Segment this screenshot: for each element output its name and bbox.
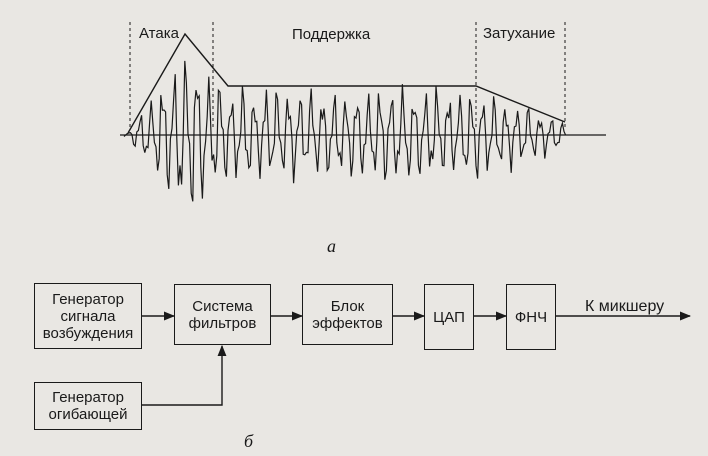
lpf-label: ФНЧ [514, 308, 548, 326]
panel-b-caption: б [244, 431, 254, 451]
panel-a-caption: а [327, 236, 336, 256]
dac-label: ЦАП [433, 308, 465, 326]
excitation-generator-block: Генератор сигнала возбуждения [34, 283, 142, 349]
filter-system-label: Система фильтров [188, 297, 257, 332]
lpf-block: ФНЧ [506, 284, 556, 350]
release-label: Затухание [483, 25, 556, 42]
envelope-generator-label: Генератор огибающей [48, 389, 128, 423]
sustain-label: Поддержка [292, 26, 371, 43]
attack-label: Атака [139, 25, 179, 42]
excitation-generator-label: Генератор сигнала возбуждения [42, 290, 134, 342]
filter-system-block: Система фильтров [174, 284, 271, 345]
effects-unit-label: Блок эффектов [312, 297, 383, 332]
effects-unit-block: Блок эффектов [302, 284, 393, 345]
envelope-curve [127, 32, 566, 134]
waveform [123, 60, 567, 202]
to-mixer-label: К микшеру [585, 298, 665, 315]
arrow-envelope-to-filter [142, 344, 227, 406]
envelope-generator-block: Генератор огибающей [34, 382, 142, 430]
dac-block: ЦАП [424, 284, 474, 350]
